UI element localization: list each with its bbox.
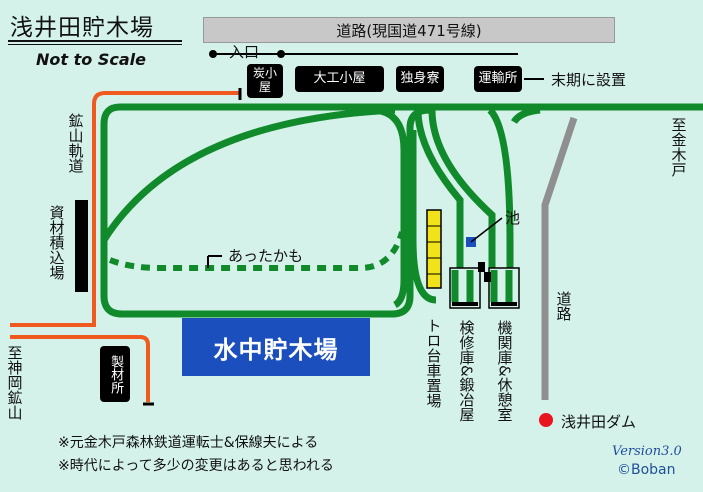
building-dormitory: 独身寮 — [396, 66, 444, 92]
inner-arc — [101, 106, 396, 242]
trolley-yard-label: トロ台車置場 — [424, 318, 443, 408]
road-top-label: 道路(現国道471号線) — [203, 17, 615, 43]
branch-lines-2 — [428, 109, 496, 268]
branch-lines-3 — [487, 107, 514, 268]
dam-label: 浅井田ダム — [561, 413, 637, 431]
mine-track-line — [10, 91, 240, 327]
kamioka-direction: 至神岡鉱山 — [5, 345, 24, 420]
road-right-line — [541, 116, 578, 400]
pond-label: 池 — [505, 209, 521, 227]
credit-label: ©Boban — [617, 462, 676, 478]
map-title: 浅井田貯木場 — [10, 15, 154, 41]
note-1: ※元金木戸森林鉄道運転士&保線夫による — [58, 435, 319, 451]
building-transport-office-label: 運輸所 — [478, 70, 518, 86]
building-transport-office: 運輸所 — [474, 66, 522, 92]
entrance-dot-right — [277, 50, 285, 58]
entrance-dot-left — [209, 50, 217, 58]
shed-block-1 — [478, 262, 485, 272]
outer-loop — [100, 103, 431, 318]
shed-stopper-1 — [452, 302, 478, 306]
factory-building: 製材所 — [100, 346, 130, 402]
building-charcoal-label: 炭小屋 — [252, 66, 277, 94]
building-carpenter-label: 大工小屋 — [313, 70, 366, 86]
building-dormitory-label: 独身寮 — [400, 70, 440, 86]
transport-note: 末期に設置 — [551, 71, 627, 89]
road-right-label: 道路 — [554, 291, 573, 321]
note-2: ※時代によって多少の変更はあると思われる — [58, 458, 334, 474]
factory-label: 製材所 — [108, 354, 124, 394]
building-carpenter: 大工小屋 — [295, 66, 384, 92]
right-curve — [373, 106, 408, 309]
entrance-label: 入口 — [229, 43, 260, 61]
branch-lines — [414, 109, 464, 268]
factory-track-line — [10, 335, 150, 402]
shed-block-2 — [484, 272, 491, 282]
material-yard-label: 資材積込場 — [47, 205, 66, 280]
engine-shed-label: 機関庫&休憩室 — [495, 320, 514, 422]
version-label: Version3.0 — [612, 444, 682, 459]
branch-lines-4 — [511, 106, 541, 125]
atsutakamo-dashed — [108, 231, 405, 271]
building-charcoal: 炭小屋 — [247, 64, 283, 98]
pond-pointer — [470, 217, 503, 243]
trolley-siding — [409, 130, 437, 304]
repair-shed-box — [449, 267, 481, 309]
title-rule-thin — [8, 44, 182, 45]
material-yard-bar — [75, 200, 88, 292]
shed-stopper-2 — [491, 302, 517, 306]
kinomoto-direction: 至金木戸 — [669, 117, 688, 177]
pond-water-area: 水中貯木場 — [182, 318, 370, 376]
trolley-yard-bar — [426, 209, 442, 289]
engine-shed-box — [488, 267, 520, 309]
dam-marker — [539, 413, 553, 427]
title-rule — [8, 40, 182, 42]
repair-shed-label: 検修庫&鍛冶屋 — [457, 320, 476, 422]
mine-track-label: 鉱山軌道 — [66, 113, 85, 173]
atsutakamo-label: あったかも — [228, 247, 304, 265]
map-subtitle: Not to Scale — [36, 50, 146, 69]
